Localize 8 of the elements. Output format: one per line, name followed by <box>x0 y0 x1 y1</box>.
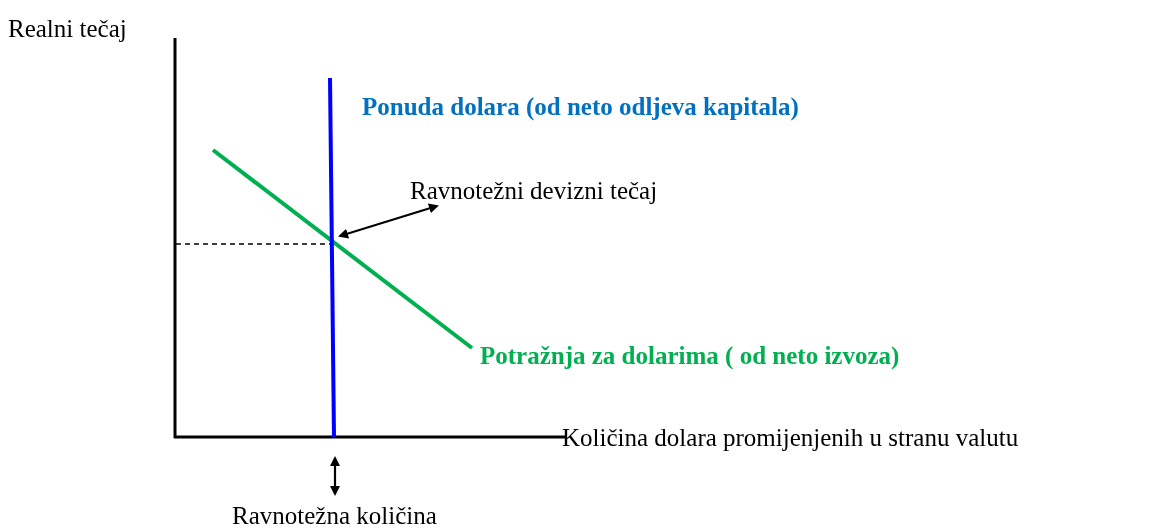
axis-title: Realni tečaj <box>8 14 127 44</box>
leader-arrow <box>338 203 439 239</box>
axis-title: Količina dolara promijenjenih u stranu valutu <box>562 423 1019 453</box>
curve-label: Potražnja za dolarima ( od neto izvoza) <box>480 341 900 371</box>
curve-label: Ponuda dolara (od neto odljeva kapitala) <box>362 92 799 122</box>
leader-arrow <box>330 456 340 496</box>
callout-label: Ravnotežni devizni tečaj <box>410 176 658 206</box>
callout-label: Ravnotežna količina <box>232 501 437 531</box>
